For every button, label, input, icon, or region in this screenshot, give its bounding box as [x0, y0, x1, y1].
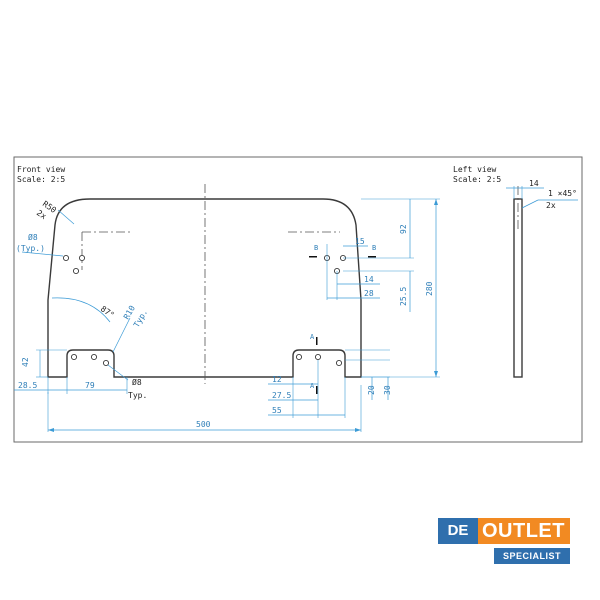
hole-bottom-right-3	[335, 359, 343, 367]
dim-55: 55	[272, 406, 282, 415]
chamfer-count: 2x	[546, 201, 556, 210]
chamfer-leader	[521, 199, 539, 209]
r50-leader	[57, 209, 75, 225]
dim-28: 28	[364, 289, 374, 298]
dim-500: 500	[196, 420, 211, 429]
angle-label: 87°	[99, 304, 116, 320]
dia8-bottom-typ: Typ.	[128, 391, 147, 400]
dim-280: 280	[425, 281, 434, 296]
section-a-bottom: A	[310, 382, 315, 390]
angle-arc	[51, 297, 111, 323]
hole-top-left-3	[72, 267, 80, 275]
dim-42: 42	[21, 357, 30, 367]
dim-15: 15	[355, 237, 365, 246]
front-view-scale: Scale: 2:5	[17, 175, 65, 184]
dim-20: 20	[367, 385, 376, 395]
logo-specialist: SPECIALIST	[494, 548, 570, 564]
dia8-bottom-label: Ø8	[132, 377, 142, 387]
hole-bottom-left-1	[70, 353, 78, 361]
left-view-title: Left view	[453, 165, 497, 174]
r10-leader	[112, 317, 131, 353]
dim-28-5: 28.5	[18, 381, 37, 390]
front-view-title: Front view	[17, 165, 65, 174]
section-a-top-marker	[316, 337, 318, 345]
dim-12: 12	[272, 375, 282, 384]
hole-bottom-right-1	[295, 353, 303, 361]
hole-bottom-right-2	[314, 353, 322, 361]
dim-27-5: 27.5	[272, 391, 291, 400]
de-outlet-specialist-logo: DE OUTLET SPECIALIST	[438, 518, 570, 570]
dia8-top-label: Ø8	[28, 232, 38, 242]
dia8-top-leader	[21, 251, 64, 257]
dia8-bottom-leader	[107, 364, 129, 381]
hole-bottom-left-3	[102, 359, 110, 367]
section-b-left: B	[314, 244, 318, 252]
dim-25-5: 25.5	[399, 287, 408, 306]
dim-30: 30	[383, 385, 392, 395]
dim-92: 92	[399, 224, 408, 234]
dim-14: 14	[364, 275, 374, 284]
section-a-top: A	[310, 333, 315, 341]
chamfer-label: 1 ×45°	[548, 189, 577, 198]
dim-14-thickness: 14	[529, 179, 539, 188]
section-b-right: B	[372, 244, 376, 252]
dim-79: 79	[85, 381, 95, 390]
logo-de: DE	[438, 518, 478, 544]
logo-outlet: OUTLET	[478, 518, 570, 544]
left-view-scale: Scale: 2:5	[453, 175, 501, 184]
section-b-right-marker	[368, 256, 376, 258]
drawing-border	[13, 156, 583, 443]
hole-top-left-1	[62, 254, 70, 262]
dia8-top-typ: (Typ.)	[16, 244, 45, 253]
section-b-left-marker	[309, 256, 317, 258]
hole-bottom-left-2	[90, 353, 98, 361]
section-a-bottom-marker	[316, 386, 318, 394]
hole-top-left-2	[78, 254, 86, 262]
plate-outline	[47, 198, 362, 378]
